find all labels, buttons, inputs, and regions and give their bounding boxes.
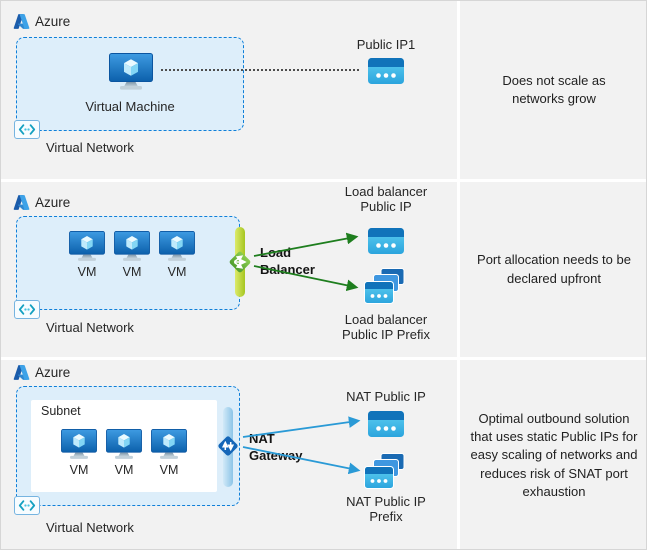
- vm-label: VM: [77, 265, 97, 279]
- virtual-machine-icon: [159, 231, 195, 261]
- virtual-network-badge: [14, 120, 40, 139]
- public-ip-prefix-icon: [364, 268, 405, 304]
- public-ip-label: Load balancer Public IP: [344, 184, 428, 214]
- public-ip-icon: [368, 228, 404, 254]
- public-ip-label: NAT Public IP: [346, 389, 426, 404]
- nat-gateway-icon: [218, 436, 238, 456]
- public-ip-label: Public IP1: [356, 37, 416, 52]
- virtual-machine-icon: [109, 53, 153, 90]
- section2-note-panel: Port allocation needs to be declared upf…: [460, 182, 646, 357]
- virtual-network-label: Virtual Network: [46, 140, 134, 155]
- virtual-network-label: Virtual Network: [46, 520, 134, 535]
- section3-note-panel: Optimal outbound solution that uses stat…: [460, 360, 646, 549]
- virtual-network-icon: [18, 304, 36, 315]
- virtual-machine-label: Virtual Machine: [85, 99, 175, 114]
- public-ip-icon: [368, 58, 404, 84]
- connection-dotted-line: [161, 69, 359, 71]
- load-balancer-icon: [229, 251, 251, 273]
- azure-label: Azure: [35, 14, 71, 29]
- virtual-network-label: Virtual Network: [46, 320, 134, 335]
- virtual-machine-icon: [106, 429, 142, 459]
- virtual-network-badge: [14, 300, 40, 319]
- virtual-machine-icon: [69, 231, 105, 261]
- azure-boundary: [16, 37, 244, 131]
- virtual-machine-icon: [151, 429, 187, 459]
- subnet-label: Subnet: [41, 404, 81, 418]
- public-ip-icon: [368, 411, 404, 437]
- azure-logo: [13, 365, 30, 380]
- vm-label: VM: [69, 463, 89, 477]
- virtual-network-icon: [18, 124, 36, 135]
- nat-gateway-arrows: [242, 416, 361, 475]
- section3-note: Optimal outbound solution that uses stat…: [470, 411, 638, 499]
- public-ip-prefix-icon: [364, 453, 405, 489]
- virtual-network-badge: [14, 496, 40, 515]
- section1-note-panel: Does not scale as networks grow: [460, 1, 646, 179]
- virtual-machine-icon: [61, 429, 97, 459]
- azure-logo: [13, 14, 30, 29]
- load-balancer-arrows: [253, 232, 359, 292]
- virtual-machine-icon: [114, 231, 150, 261]
- azure-label: Azure: [35, 365, 71, 380]
- vm-label: VM: [122, 265, 142, 279]
- virtual-network-icon: [18, 500, 36, 511]
- vm-label: VM: [114, 463, 134, 477]
- public-ip-prefix-label: NAT Public IP Prefix: [346, 494, 426, 524]
- section1-note: Does not scale as networks grow: [502, 72, 606, 106]
- public-ip-prefix-label: Load balancer Public IP Prefix: [342, 312, 430, 342]
- section2-note: Port allocation needs to be declared upf…: [477, 252, 631, 286]
- vm-label: VM: [167, 265, 187, 279]
- vm-label: VM: [159, 463, 179, 477]
- azure-logo: [13, 195, 30, 210]
- azure-label: Azure: [35, 195, 71, 210]
